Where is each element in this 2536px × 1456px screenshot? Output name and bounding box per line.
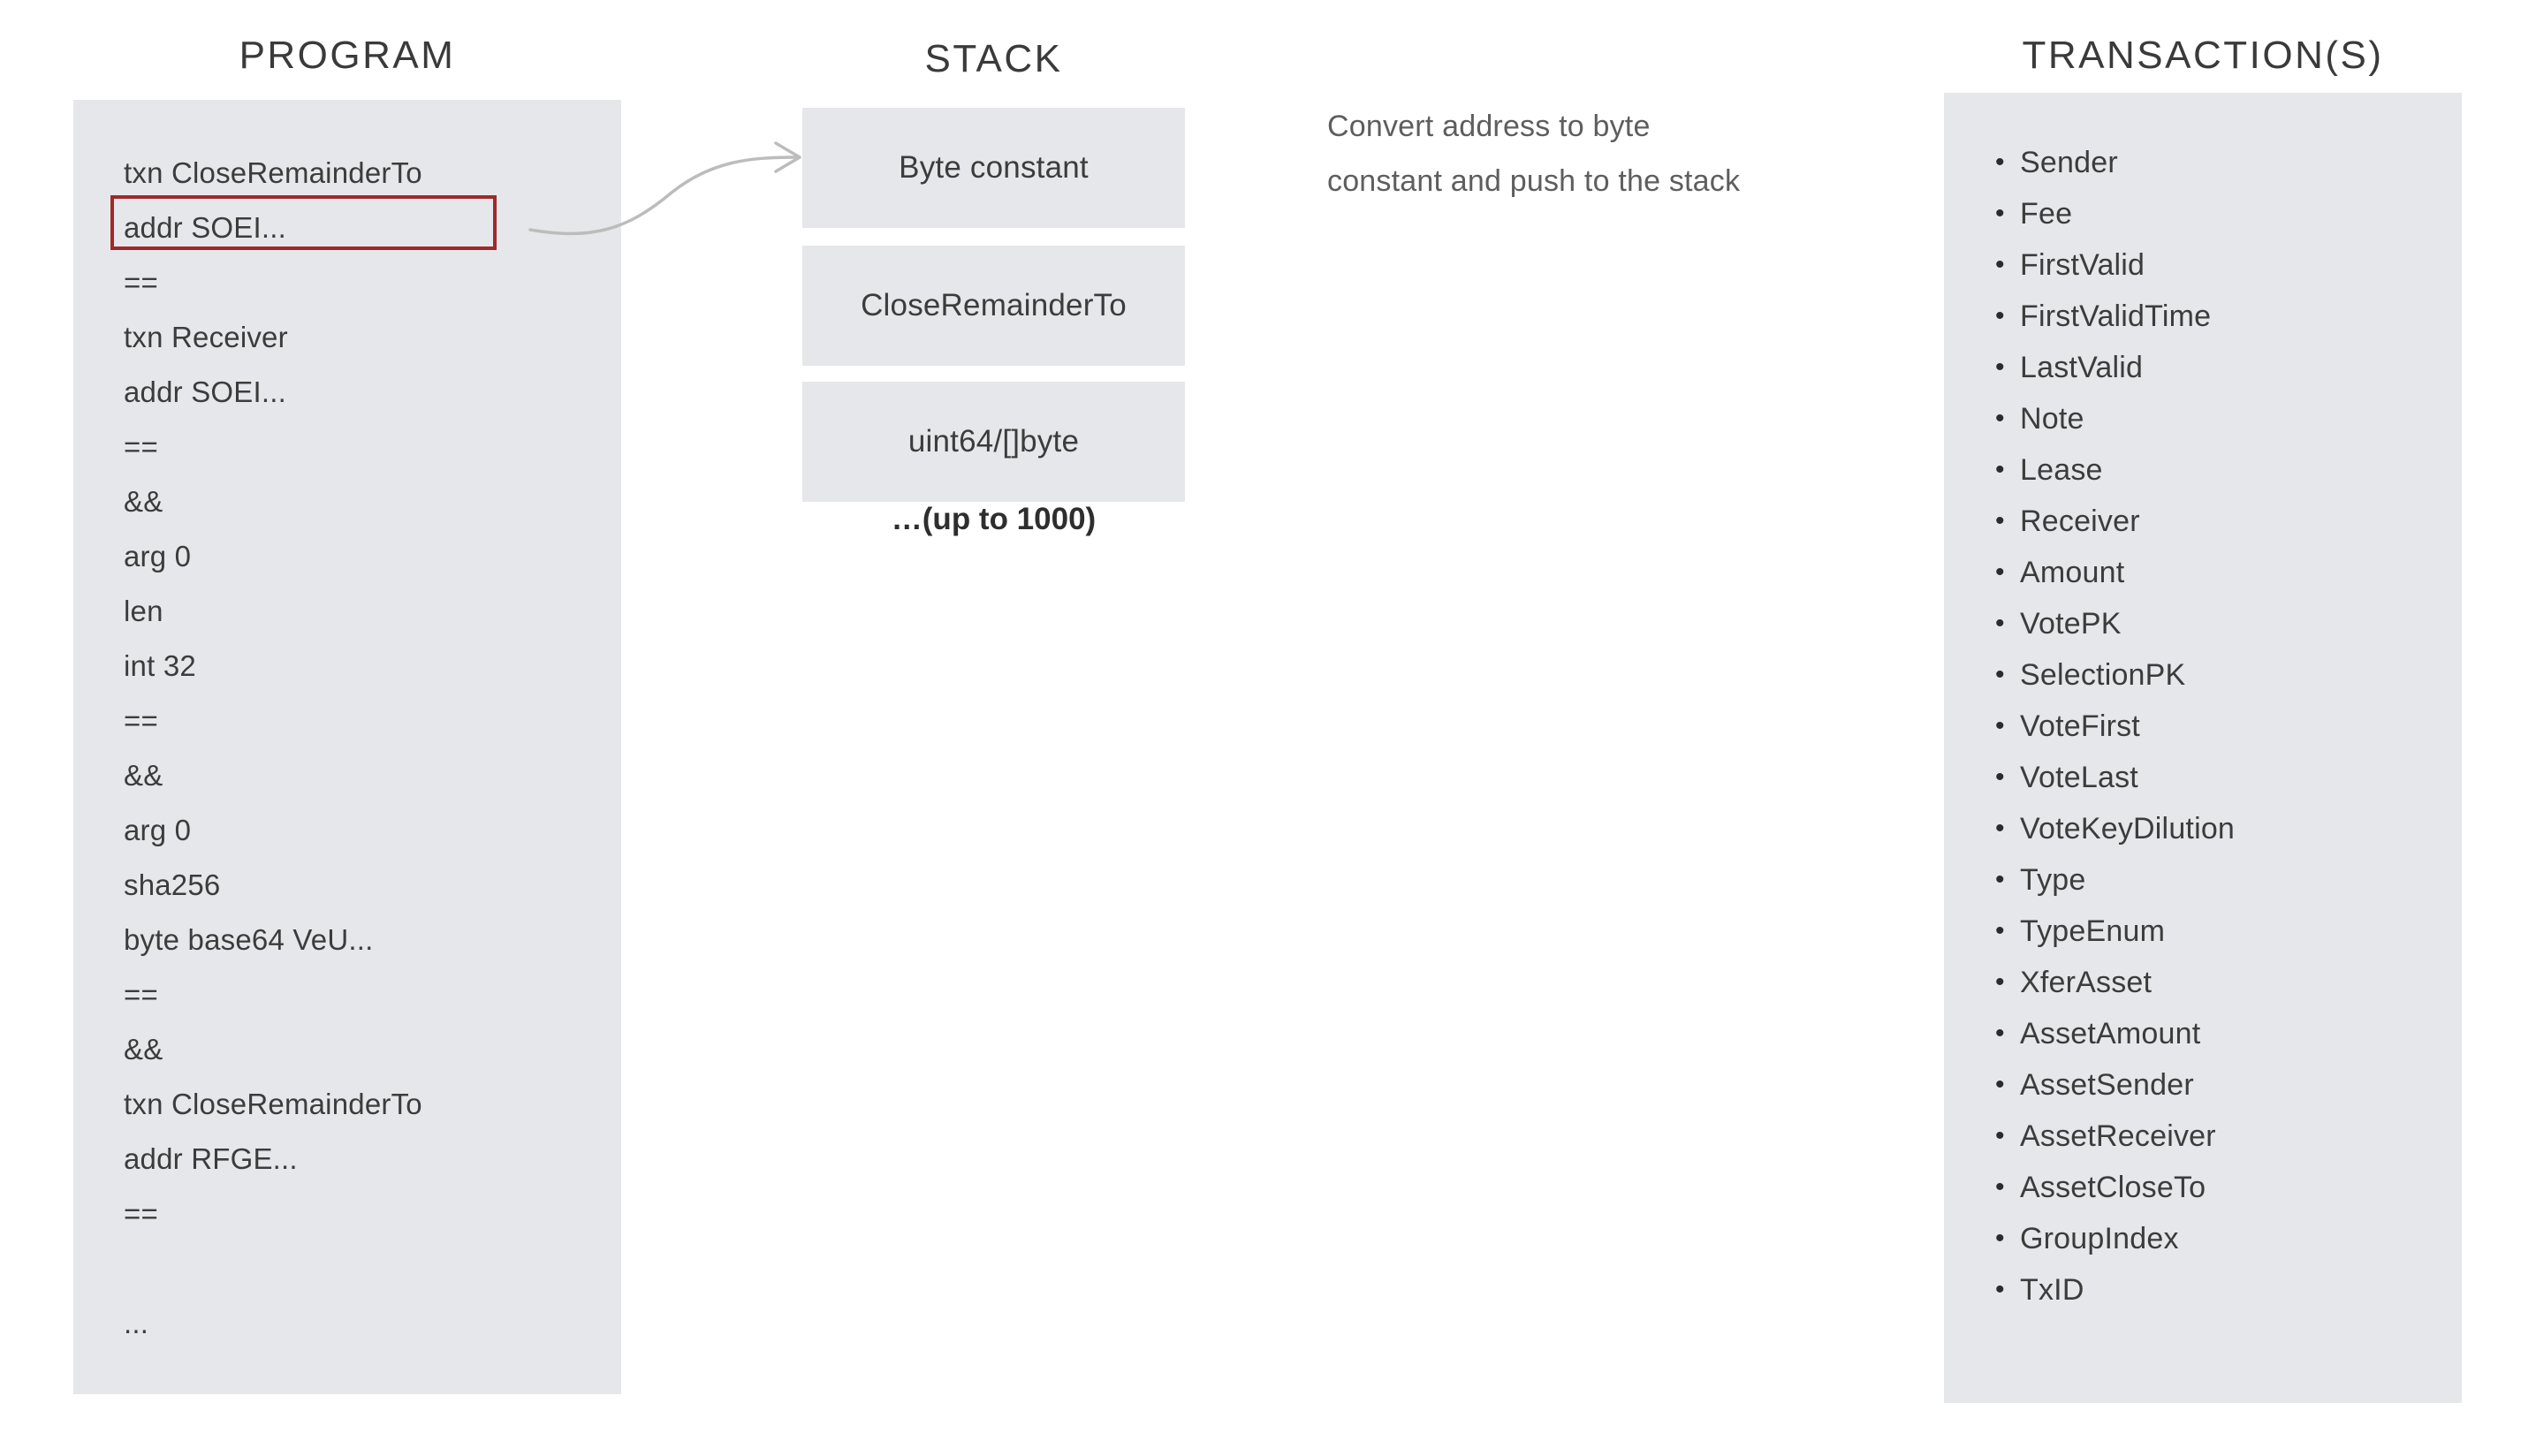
program-line: int 32 (124, 649, 196, 682)
list-item: Fee (1995, 188, 2455, 239)
program-line: && (124, 485, 163, 518)
program-line: == (124, 704, 158, 737)
program-line-highlighted[interactable]: addr SOEI... (124, 211, 286, 244)
stack-item-2: uint64/[]byte (802, 382, 1185, 502)
list-item: AssetCloseTo (1995, 1162, 2455, 1213)
list-item: Note (1995, 393, 2455, 444)
program-line: == (124, 1197, 158, 1230)
annotation-line-1: Convert address to byte (1327, 110, 1651, 143)
program-line: txn Receiver (124, 321, 288, 353)
program-line: && (124, 1033, 163, 1065)
program-line-spacer (124, 1241, 619, 1296)
list-item: VotePK (1995, 598, 2455, 649)
list-item: VoteFirst (1995, 701, 2455, 752)
list-item: LastValid (1995, 342, 2455, 393)
list-item: Amount (1995, 547, 2455, 598)
program-code-listing: txn CloseRemainderTo addr SOEI... == txn… (124, 146, 619, 1351)
list-item: VoteLast (1995, 752, 2455, 803)
program-line: == (124, 430, 158, 463)
program-line: txn CloseRemainderTo (124, 156, 422, 189)
list-item: FirstValidTime (1995, 291, 2455, 342)
program-line: byte base64 VeU... (124, 923, 374, 956)
list-item: VoteKeyDilution (1995, 803, 2455, 854)
program-line: == (124, 978, 158, 1011)
stack-item-1: CloseRemainderTo (802, 246, 1185, 366)
program-line: == (124, 266, 158, 299)
annotation-line-2: constant and push to the stack (1327, 164, 1741, 198)
program-panel (73, 100, 621, 1394)
list-item: FirstValid (1995, 239, 2455, 291)
list-item: XferAsset (1995, 957, 2455, 1008)
list-item: AssetAmount (1995, 1008, 2455, 1059)
highlight-box (110, 195, 497, 250)
program-line: arg 0 (124, 540, 192, 573)
list-item: GroupIndex (1995, 1213, 2455, 1264)
program-line-ellipsis: ... (124, 1307, 149, 1339)
stack-column-title: STACK (924, 37, 1063, 80)
list-item: Lease (1995, 444, 2455, 496)
transactions-column-title: TRANSACTION(S) (2022, 34, 2384, 77)
transaction-fields-list: Sender Fee FirstValid FirstValidTime Las… (1995, 137, 2455, 1316)
program-line: addr RFGE... (124, 1142, 298, 1175)
program-column-title: PROGRAM (239, 34, 456, 77)
program-line: len (124, 595, 163, 627)
list-item: AssetReceiver (1995, 1111, 2455, 1162)
stack-item-0: Byte constant (802, 108, 1185, 228)
list-item: Sender (1995, 137, 2455, 188)
program-line: sha256 (124, 868, 221, 901)
program-line: arg 0 (124, 814, 192, 846)
list-item: TxID (1995, 1264, 2455, 1316)
program-line: txn CloseRemainderTo (124, 1088, 422, 1120)
stack-capacity-note: …(up to 1000) (891, 502, 1097, 536)
program-line: && (124, 759, 163, 792)
annotation-text: Convert address to byte constant and pus… (1327, 99, 1875, 209)
stack-item-label: uint64/[]byte (907, 424, 1080, 459)
list-item: TypeEnum (1995, 906, 2455, 957)
program-line: addr SOEI... (124, 375, 286, 408)
list-item: SelectionPK (1995, 649, 2455, 701)
stack-item-label: CloseRemainderTo (861, 288, 1127, 322)
stack-item-label: Byte constant (899, 150, 1089, 185)
list-item: AssetSender (1995, 1059, 2455, 1111)
list-item: Receiver (1995, 496, 2455, 547)
list-item: Type (1995, 854, 2455, 906)
